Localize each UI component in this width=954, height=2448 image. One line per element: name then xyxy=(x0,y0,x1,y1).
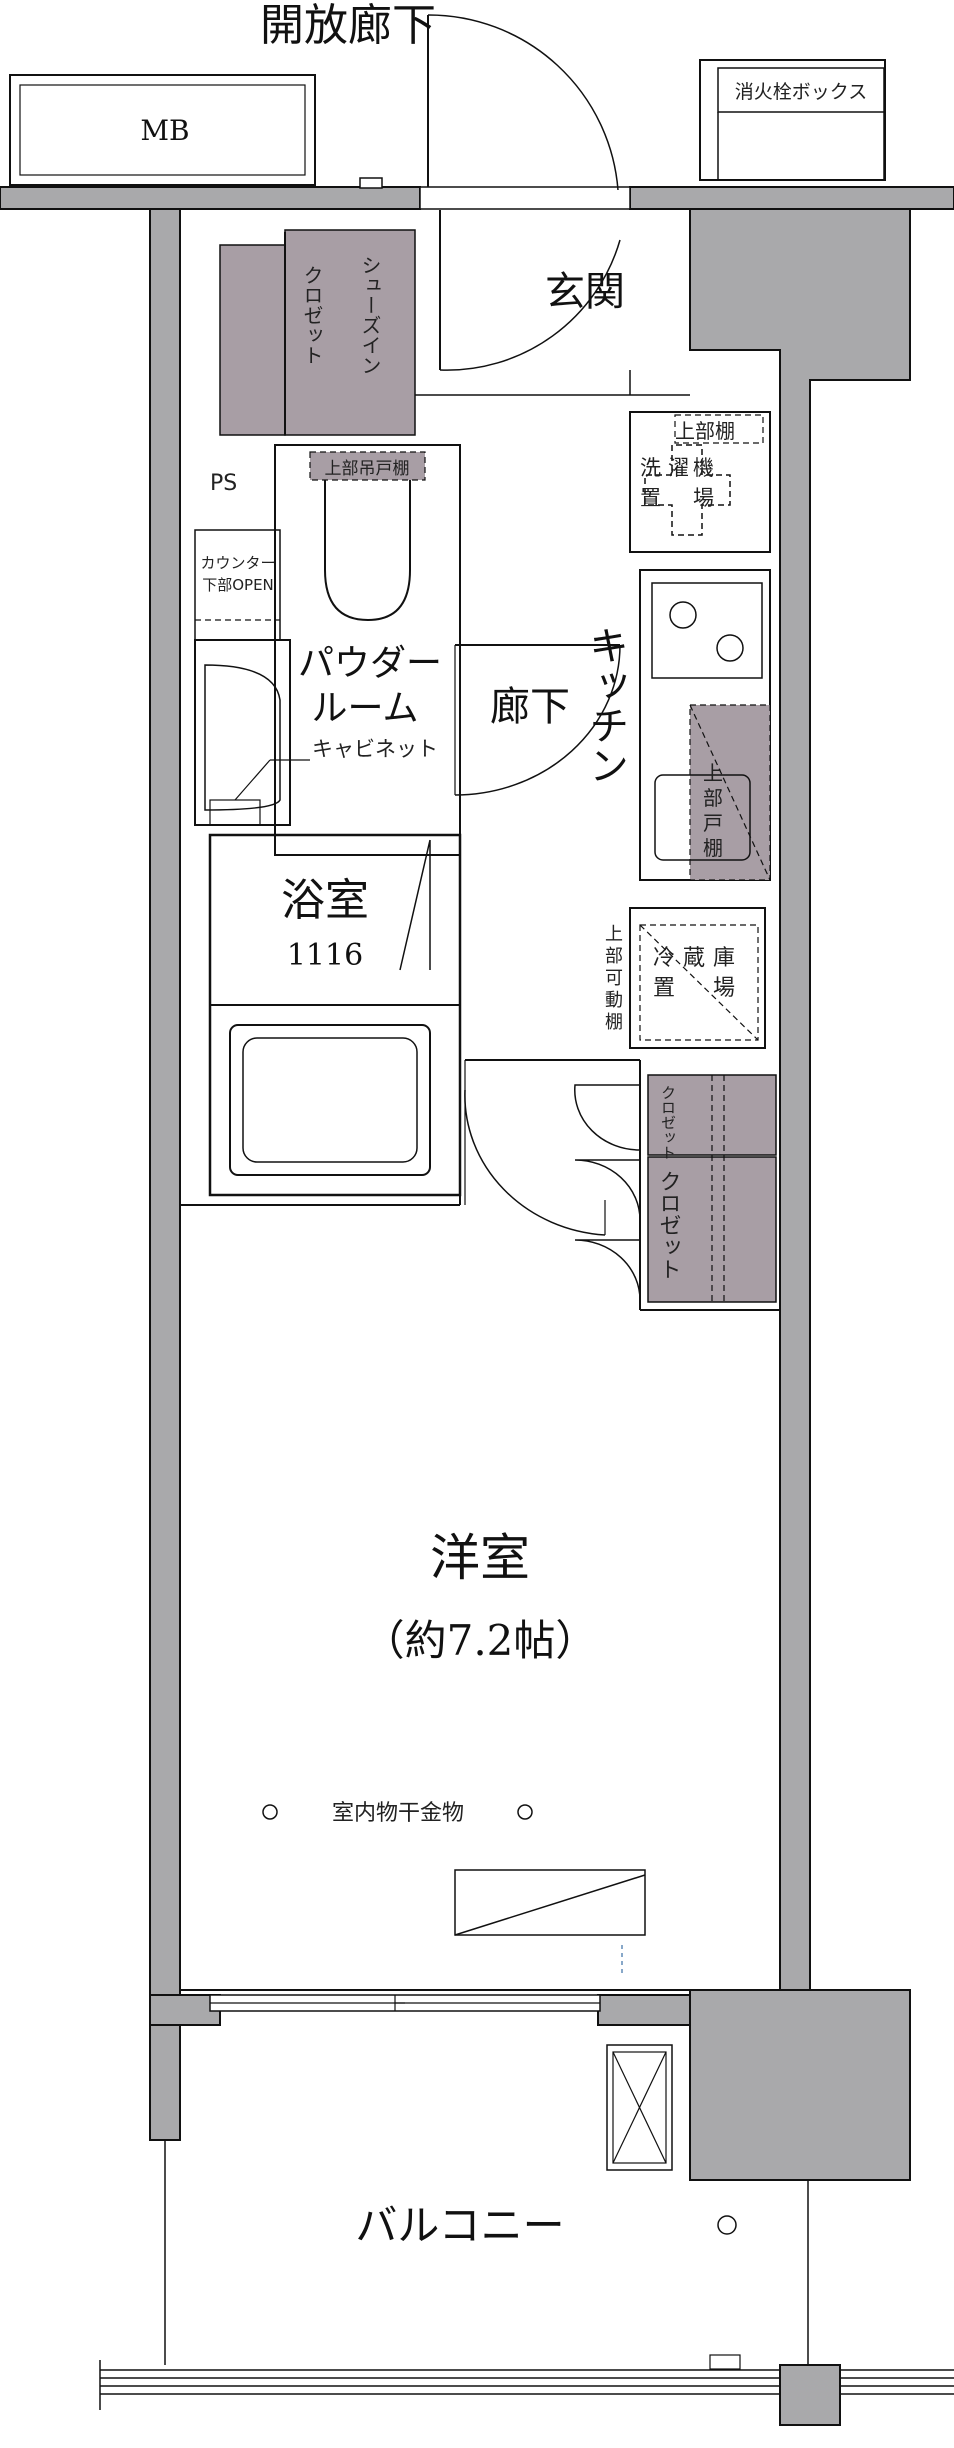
title-open-corridor: 開放廊下 xyxy=(260,0,436,51)
kitchen-label: キッチン xyxy=(582,625,628,785)
fridge-mid-2: 庫 xyxy=(713,946,735,971)
bathroom xyxy=(208,833,462,1197)
fire-hydrant-box: 消火栓ボックス xyxy=(699,59,886,181)
western-room-size: （約7.2帖） xyxy=(363,1616,598,1665)
entrance-door xyxy=(419,14,631,371)
fridge-right: 場 xyxy=(713,976,735,1001)
laundry-mid-2: 機 xyxy=(693,456,714,480)
shoes-closet-label-1: シューズイン xyxy=(358,255,382,375)
fridge-mid-1: 蔵 xyxy=(683,946,705,971)
mb-label: MB xyxy=(140,114,189,147)
hallway-label: 廊下 xyxy=(490,684,570,730)
bath-label: 浴室 xyxy=(281,875,369,926)
laundry-left-1: 洗 xyxy=(640,456,661,480)
powder-room-label-1: パウダー xyxy=(298,643,442,684)
western-room xyxy=(640,1309,781,1990)
ps-label: PS xyxy=(210,471,237,496)
powder-room-label-2: ルーム xyxy=(312,688,419,729)
balcony-left-wall xyxy=(149,2024,181,2141)
movable-shelf-2: 部 xyxy=(605,946,623,967)
counter: カウンター 下部OPEN xyxy=(194,529,281,641)
laundry-area: 洗 置 濯 機 上部棚 場 xyxy=(629,411,771,553)
air-conditioner xyxy=(454,1869,646,1975)
evacuation-hatch xyxy=(606,2044,673,2171)
upper-cabinet-kitchen-1: 上 xyxy=(703,761,723,785)
top-wall xyxy=(0,177,954,210)
fridge-left-2: 置 xyxy=(653,976,675,1001)
counter-label-1: カウンター xyxy=(200,554,275,572)
drying-hardware xyxy=(262,1804,533,1820)
powder-door xyxy=(454,644,621,796)
western-room-door xyxy=(464,1059,640,1236)
laundry-right-1: 上部棚 xyxy=(675,419,735,443)
movable-shelf-5: 棚 xyxy=(605,1012,623,1033)
fire-box-label: 消火栓ボックス xyxy=(735,81,867,103)
upper-cabinet-toilet: 上部吊戸棚 xyxy=(325,459,410,479)
fridge-left-1: 冷 xyxy=(653,946,675,971)
stove-burner-2 xyxy=(716,634,744,662)
movable-shelf-3: 可 xyxy=(605,968,623,989)
movable-shelf-1: 上 xyxy=(605,924,623,945)
laundry-left-2: 置 xyxy=(640,486,661,510)
mb-box: MB xyxy=(9,74,316,186)
counter-label-2: 下部OPEN xyxy=(202,576,274,594)
balcony-window xyxy=(149,1989,780,2026)
western-room-label: 洋室 xyxy=(430,1529,530,1587)
laundry-mid-1: 濯 xyxy=(668,456,689,480)
upper-cabinet-kitchen-3: 戸 xyxy=(703,811,723,835)
upper-cabinet-kitchen-2: 部 xyxy=(703,786,723,810)
right-wall xyxy=(689,208,911,2181)
shoes-closet: シューズイン クロゼット xyxy=(219,229,416,436)
balcony-label: バルコニー xyxy=(355,2201,564,2250)
closets: クロゼット クロゼット xyxy=(574,1060,777,1310)
laundry-right-2: 場 xyxy=(693,486,714,510)
movable-shelf-4: 動 xyxy=(605,990,623,1011)
closet-small-label: クロゼット xyxy=(659,1085,677,1160)
shoes-closet-label-2: クロゼット xyxy=(300,265,324,365)
balcony-railing xyxy=(99,2354,954,2426)
entrance-label: 玄関 xyxy=(545,269,625,315)
left-wall xyxy=(149,208,181,2060)
drain-icon xyxy=(717,2215,737,2235)
drying-hardware-label: 室内物干金物 xyxy=(332,1801,464,1826)
fridge-area: 冷 置 蔵 庫 場 上 部 可 動 棚 xyxy=(605,907,766,1049)
upper-cabinet-kitchen-4: 棚 xyxy=(703,836,723,860)
stove-burner-1 xyxy=(669,601,697,629)
bath-size-label: 1116 xyxy=(287,938,363,973)
vanity xyxy=(194,639,310,826)
kitchen-counter: 上 部 戸 棚 xyxy=(639,569,771,881)
toilet-area: 上部吊戸棚 xyxy=(274,444,461,856)
closet-label: クロゼット xyxy=(656,1170,681,1280)
cabinet-label: キャビネット xyxy=(312,737,438,761)
